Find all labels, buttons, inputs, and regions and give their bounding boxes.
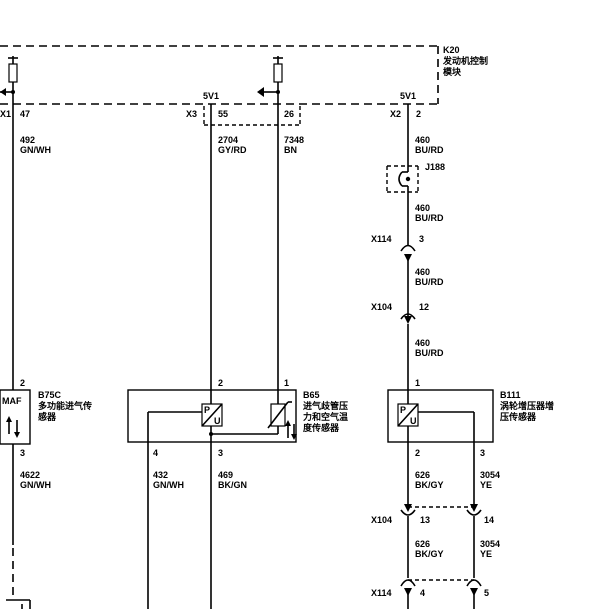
b65-name-line3: 度传感器 [303,422,340,433]
pin-26: 26 [284,109,294,119]
b111-name-line2: 压传感器 [500,411,537,422]
b65-id: B65 [303,390,320,400]
wire-626b-color: BK/GY [415,549,444,559]
wire-2704-number: 2704 [218,135,238,145]
pin-b75c-2: 2 [20,378,25,388]
connector-x104-label-b: X104 [371,515,392,525]
wire-4622-color: GN/WH [20,480,51,490]
wire-4622-number: 4622 [20,470,40,480]
component-b75c: MAF [0,389,31,464]
wire-432-number: 432 [153,470,168,480]
connector-x104-label-a: X104 [371,302,392,312]
wire-626a-color: BK/GY [415,480,444,490]
pin-47: 47 [20,109,30,119]
wire-626b-number: 626 [415,539,430,549]
pin-2-module: 2 [416,109,421,119]
connector-x114-label-b: X114 [371,588,392,598]
pin-x104-12: 12 [419,302,429,312]
wire-3054a-color: YE [480,480,492,490]
wire-432-color: GN/WH [153,480,184,490]
maf-tag: MAF [2,396,22,406]
module-k20-boundary [0,45,439,105]
pin-b65-3: 3 [218,448,223,458]
b111-name-line1: 涡轮增压器增 [500,400,554,411]
splice-j188-label: J188 [425,162,445,172]
pin-b111-1: 1 [415,378,420,388]
b111-id: B111 [500,390,521,400]
wire-469-number: 469 [218,470,233,480]
module-name-line1: 发动机控制 [442,55,488,66]
b75c-name-line2: 感器 [38,411,57,422]
pin-x114-4: 4 [420,588,425,598]
b65-name-line1: 进气歧管压 [303,400,348,411]
wires-b111-lower [407,442,475,609]
wire-460c-number: 460 [415,267,430,277]
wire-2704-color: GY/RD [218,145,247,155]
component-b111: P U [387,389,494,443]
connector-x114-pin3 [400,244,416,262]
wire-460a-number: 460 [415,135,430,145]
connector-x1-label: X1 [0,109,11,119]
pullup-resistor-middle [257,56,283,97]
b65-u-symbol: U [214,416,221,426]
wire-492-color: GN/WH [20,145,51,155]
volt-label-right: 5V1 [400,91,416,101]
pin-x104-14: 14 [484,515,494,525]
wire-469-color: BK/GN [218,480,247,490]
pin-x114-5: 5 [484,588,489,598]
wire-left-column [6,92,31,609]
b75c-id: B75C [38,390,62,400]
pin-b111-2: 2 [415,448,420,458]
connector-x3-box [203,106,301,126]
pin-b65-4: 4 [153,448,158,458]
b65-name-line2: 力和空气温 [303,411,348,422]
b111-p-symbol: P [400,405,406,415]
wire-7348-number: 7348 [284,135,304,145]
connector-x104-pin12 [400,313,416,324]
wire-3054b-number: 3054 [480,539,500,549]
module-k20-label: K20 发动机控制 模块 [442,45,488,77]
connector-x2-label: X2 [390,109,401,119]
component-b65: P U [127,389,297,443]
wire-3054b-color: YE [480,549,492,559]
connector-x3-label: X3 [186,109,197,119]
wire-492-number: 492 [20,135,35,145]
module-id: K20 [443,45,460,55]
b65-p-symbol: P [204,405,210,415]
splice-j188 [386,165,419,193]
pin-b65-2: 2 [218,378,223,388]
pin-b65-1: 1 [284,378,289,388]
wire-626a-number: 626 [415,470,430,480]
wire-460c-color: BU/RD [415,277,444,287]
wire-460d-number: 460 [415,338,430,348]
connector-x114-pins4-5 [400,579,482,596]
pin-b111-3: 3 [480,448,485,458]
wire-460d-color: BU/RD [415,348,444,358]
module-name-line2: 模块 [443,66,462,77]
wire-460b-color: BU/RD [415,213,444,223]
connector-x114-label-a: X114 [371,234,392,244]
pin-x104-13: 13 [420,515,430,525]
wire-7348-color: BN [284,145,297,155]
wire-460b-number: 460 [415,203,430,213]
b111-u-symbol: U [410,416,417,426]
connector-x104-pins13-14 [400,504,482,516]
wire-3054a-number: 3054 [480,470,500,480]
volt-label-left: 5V1 [203,91,219,101]
b75c-name-line1: 多功能进气传 [38,400,92,411]
pin-b75c-3: 3 [20,448,25,458]
pin-55: 55 [218,109,228,119]
pin-x114-3: 3 [419,234,424,244]
wire-460a-color: BU/RD [415,145,444,155]
pullup-resistor-left [0,56,18,96]
